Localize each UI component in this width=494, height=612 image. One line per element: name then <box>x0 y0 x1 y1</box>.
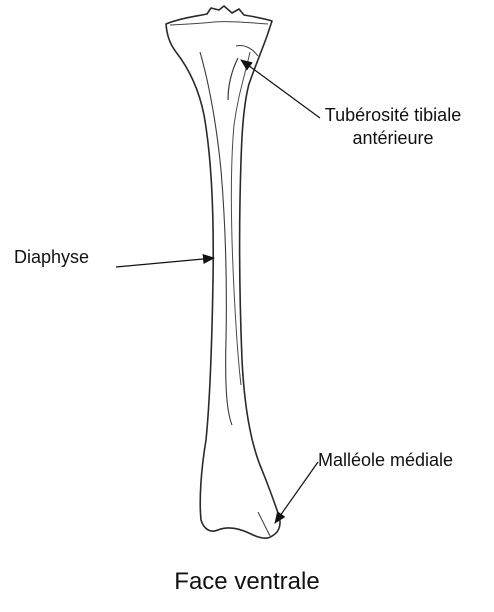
tuberosite-label-line1: Tubérosité tibiale <box>308 104 478 127</box>
tuberosite-label-line2: antérieure <box>308 127 478 150</box>
diaphyse-label: Diaphyse <box>14 247 89 268</box>
diaphyse-leader <box>116 258 214 267</box>
malleole-leader <box>275 462 318 523</box>
figure-caption: Face ventrale <box>0 568 494 596</box>
malleole-label: Malléole médiale <box>318 450 453 471</box>
tibia-outline <box>166 6 280 538</box>
tuberosite-label: Tubérosité tibiale antérieure <box>308 104 478 150</box>
